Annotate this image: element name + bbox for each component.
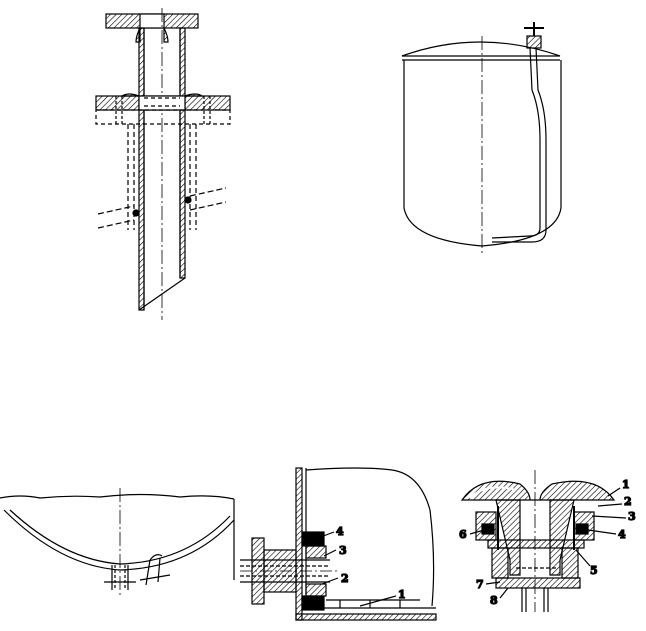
nozzle-label-4: 4 bbox=[336, 525, 344, 538]
nozzle-label-3: 3 bbox=[339, 544, 347, 557]
valve-label-4: 4 bbox=[618, 528, 626, 541]
valve-label-1: 1 bbox=[622, 478, 630, 491]
nozzle-label-1: 1 bbox=[398, 588, 406, 601]
nozzle-label-2: 2 bbox=[341, 572, 349, 585]
valve-label-6: 6 bbox=[459, 528, 467, 541]
valve-label-3: 3 bbox=[628, 510, 636, 523]
fig-dished-bottom-outlet bbox=[0, 488, 235, 595]
valve-label-7: 7 bbox=[476, 578, 484, 591]
fig-vessel-dip-tube bbox=[401, 22, 562, 256]
valve-label-2: 2 bbox=[624, 495, 632, 508]
valve-label-5: 5 bbox=[590, 564, 598, 577]
fig-bottom-valve: 1 2 3 4 5 6 7 8 bbox=[458, 470, 636, 612]
fig-side-nozzle: 4 3 2 1 bbox=[240, 467, 437, 621]
fig-inlet-pipe bbox=[95, 8, 231, 320]
valve-label-8: 8 bbox=[490, 594, 498, 607]
